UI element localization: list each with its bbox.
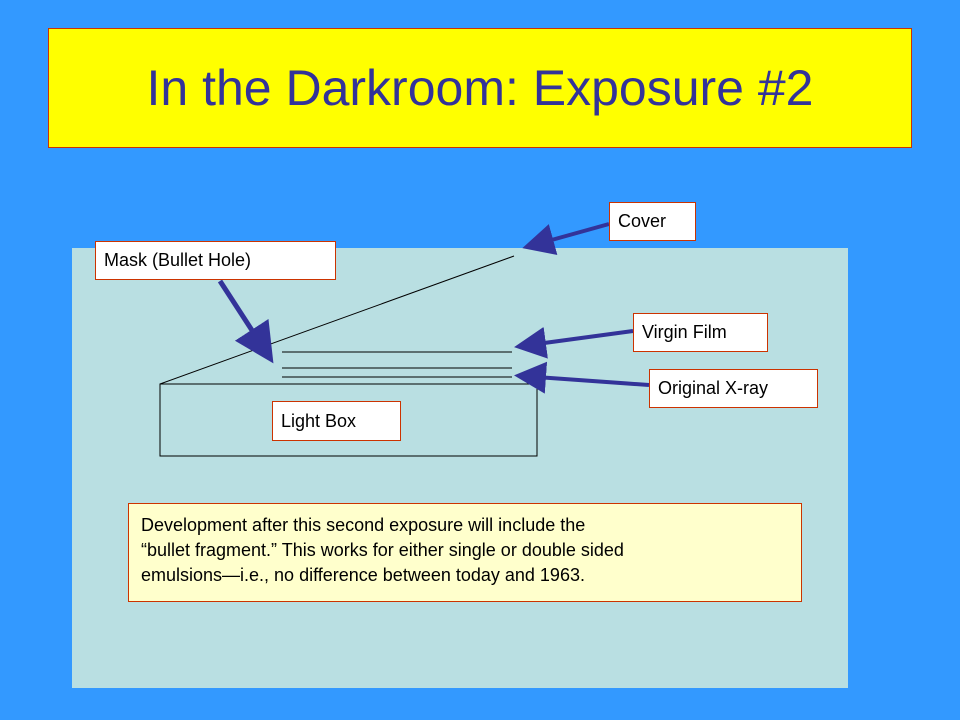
- cover-line: [159, 255, 515, 385]
- mask-label: Mask (Bullet Hole): [95, 241, 336, 280]
- xray-arrow: [514, 361, 650, 394]
- title-banner: In the Darkroom: Exposure #2: [48, 28, 912, 148]
- cover-label: Cover: [609, 202, 696, 241]
- cover-label-text: Cover: [618, 211, 667, 231]
- virgin-film-label-text: Virgin Film: [642, 322, 727, 342]
- mask-label-text: Mask (Bullet Hole): [104, 250, 252, 270]
- original-xray-label-text: Original X-ray: [658, 378, 769, 398]
- light-box-outline: [159, 383, 538, 457]
- original-xray-label: Original X-ray: [649, 369, 818, 408]
- light-box-label: Light Box: [272, 401, 401, 441]
- cover-arrow: [522, 222, 610, 255]
- virgin-film-arrow: [514, 326, 634, 359]
- slide-title: In the Darkroom: Exposure #2: [146, 60, 814, 116]
- mask-arrow: [217, 279, 274, 364]
- development-note: Development after this second exposure w…: [128, 503, 802, 602]
- virgin-film-label: Virgin Film: [633, 313, 768, 352]
- light-box-label-text: Light Box: [281, 410, 357, 431]
